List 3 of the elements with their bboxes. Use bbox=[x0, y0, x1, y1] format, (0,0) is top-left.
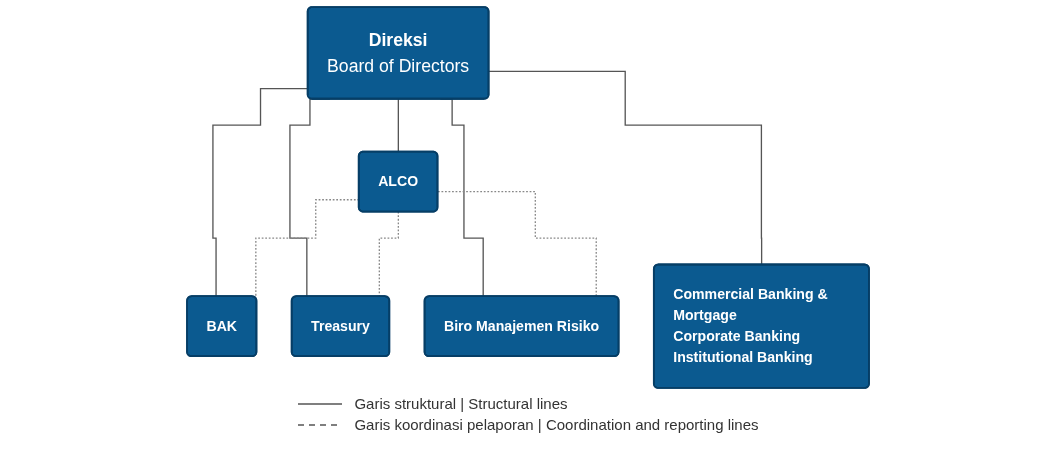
legend-text: Garis koordinasi pelaporan | Coordination and reporting lines bbox=[354, 416, 759, 433]
connector bbox=[398, 98, 400, 153]
legend-text: Garis struktural | Structural lines bbox=[354, 395, 568, 412]
